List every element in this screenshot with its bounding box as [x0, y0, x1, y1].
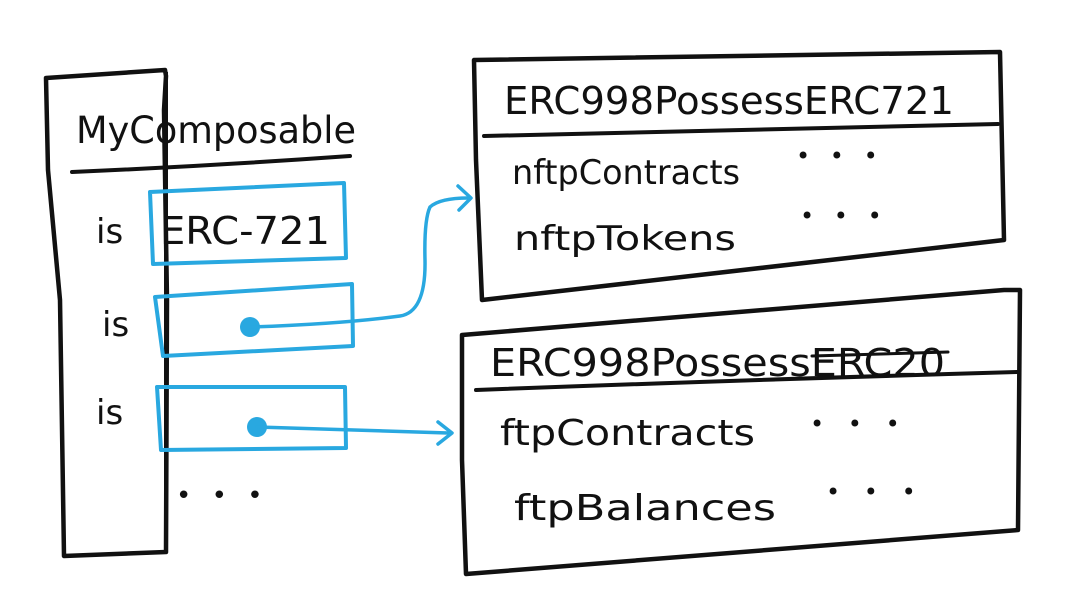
erc20-title-emphasis	[810, 350, 950, 358]
erc721-item-name: nftpContracts	[512, 153, 740, 193]
erc20-box-title: ERC998PossessERC20	[490, 341, 945, 385]
erc20-possess-box: ERC998PossessERC20 ftpContracts • • • ft…	[459, 287, 1023, 577]
pointer-arrowhead	[456, 184, 473, 212]
composable-title-underline	[70, 154, 352, 174]
erc20-item-name: ftpContracts	[500, 413, 755, 454]
erc20-title-underline	[474, 370, 1020, 392]
row-keyword: is	[96, 393, 123, 433]
composable-title: MyComposable	[76, 109, 356, 152]
erc721-item-value: • • •	[796, 142, 884, 170]
row-value-box	[148, 181, 348, 266]
erc20-box-border	[459, 287, 1023, 577]
erc721-title-underline	[482, 122, 1000, 138]
pointer-arrowhead	[436, 420, 454, 446]
composable-ellipsis: • • •	[176, 481, 269, 511]
composable-row-pointer-721: is	[102, 184, 473, 358]
erc20-item-value: • • •	[826, 478, 924, 506]
row-pointer-box	[155, 385, 348, 452]
pointer-arrow-line	[255, 425, 450, 435]
composable-box: MyComposable	[43, 67, 356, 559]
composable-row-pointer-20: is	[96, 385, 454, 452]
pointer-arrow-line	[248, 196, 470, 329]
erc721-item-name: nftpTokens	[514, 219, 736, 259]
row-value-text: ERC-721	[160, 209, 330, 253]
erc721-box-border	[471, 49, 1007, 303]
row-keyword: is	[96, 212, 123, 252]
erc20-item-name: ftpBalances	[514, 488, 776, 529]
erc20-item-value: • • •	[810, 410, 908, 438]
row-keyword: is	[102, 305, 129, 345]
erc721-item-value: • • •	[800, 202, 888, 230]
erc721-possess-box: ERC998PossessERC721 nftpContracts • • • …	[471, 49, 1007, 303]
erc721-box-title: ERC998PossessERC721	[504, 79, 954, 123]
row-pointer-box	[153, 282, 355, 358]
composable-row-erc721: is ERC-721	[96, 181, 348, 266]
